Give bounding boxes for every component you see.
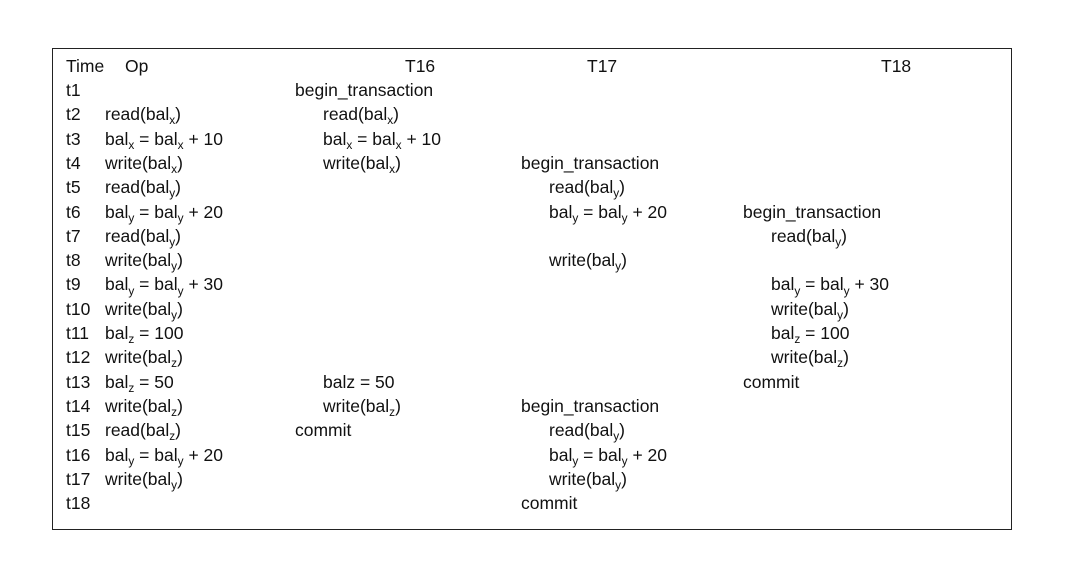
- table-row: t1 begin_transaction: [53, 78, 1011, 102]
- table-row: t13 balz = 50 balz = 50 commit: [53, 370, 1011, 394]
- time-cell: t1: [66, 80, 81, 100]
- op-cell: write(balz): [105, 347, 183, 371]
- t17-cell: baly = baly + 20: [549, 201, 667, 225]
- time-cell: t10: [66, 298, 91, 319]
- time-cell: t4: [66, 152, 81, 173]
- header-op: Op: [125, 56, 149, 76]
- time-cell: t14: [66, 395, 91, 416]
- table-row: t7 read(baly) read(baly): [53, 224, 1011, 248]
- table-row: t16 baly = baly + 20 baly = baly + 20: [53, 443, 1011, 467]
- table-row: t14 write(balz) write(balz) begin_transacti…: [53, 394, 1011, 418]
- table-row: t9 baly = baly + 30 baly = baly + 30: [53, 272, 1011, 296]
- t18-cell: commit: [743, 371, 800, 392]
- t17-cell: write(baly): [549, 468, 627, 492]
- t16-cell: commit: [295, 420, 352, 441]
- table-row: t3 balx = balx + 10 balx = balx + 10: [53, 127, 1011, 151]
- t16-cell: read(balx): [323, 104, 399, 128]
- op-cell: write(baly): [105, 250, 183, 274]
- time-cell: t15: [66, 420, 91, 441]
- t17-cell: read(baly): [549, 177, 625, 201]
- t16-cell: begin_transaction: [295, 80, 434, 100]
- t17-cell: begin_transaction: [521, 395, 660, 416]
- time-cell: t12: [66, 347, 91, 368]
- time-cell: t18: [66, 493, 91, 514]
- time-cell: t16: [66, 444, 91, 465]
- t17-cell: read(baly): [549, 420, 625, 444]
- header-time: Time: [66, 56, 105, 76]
- time-cell: t17: [66, 468, 91, 489]
- t18-cell: balz = 100: [771, 323, 850, 347]
- t16-cell: balz = 50: [323, 371, 395, 392]
- t17-cell: baly = baly + 20: [549, 444, 667, 468]
- t18-cell: begin_transaction: [743, 201, 882, 222]
- time-cell: t6: [66, 201, 81, 222]
- op-cell: balz = 50: [105, 371, 174, 395]
- time-cell: t13: [66, 371, 91, 392]
- table-row: t18 commit: [53, 491, 1011, 515]
- t17-cell: begin_transaction: [521, 152, 660, 173]
- op-cell: read(baly): [105, 225, 181, 249]
- table-row: t4 write(balx) write(balx) begin_transactio…: [53, 151, 1011, 175]
- op-cell: balz = 100: [105, 323, 184, 347]
- t18-cell: baly = baly + 30: [771, 274, 889, 298]
- t18-cell: write(balz): [771, 347, 849, 371]
- op-cell: read(balx): [105, 104, 181, 128]
- op-cell: write(baly): [105, 468, 183, 492]
- t16-cell: balx = balx + 10: [323, 128, 441, 152]
- table-row: t2 read(balx) read(balx): [53, 102, 1011, 126]
- op-cell: read(baly): [105, 177, 181, 201]
- time-cell: t7: [66, 225, 81, 246]
- header-t16: T16: [405, 56, 436, 76]
- table-row: t15 read(balz) commit read(baly): [53, 418, 1011, 442]
- header-t18: T18: [881, 56, 912, 76]
- t16-cell: write(balx): [323, 152, 401, 177]
- t16-cell: write(balz): [323, 395, 401, 420]
- op-cell: baly = baly + 30: [105, 274, 223, 298]
- table-row: t12 write(balz) write(balz): [53, 345, 1011, 369]
- time-cell: t8: [66, 250, 81, 271]
- table-row: t8 write(baly) write(baly): [53, 248, 1011, 272]
- time-cell: t11: [66, 323, 90, 343]
- t18-cell: write(baly): [771, 298, 849, 322]
- table-row: t17 write(baly) write(baly): [53, 467, 1011, 491]
- op-cell: write(balz): [105, 395, 183, 420]
- t17-cell: commit: [521, 493, 578, 514]
- time-cell: t2: [66, 104, 81, 125]
- op-cell: write(balx): [105, 152, 183, 177]
- op-cell: balx = balx + 10: [105, 128, 223, 152]
- t17-cell: write(baly): [549, 250, 627, 274]
- table-row: t11 balz = 100 balz = 100: [53, 321, 1011, 345]
- op-cell: write(baly): [105, 298, 183, 322]
- time-cell: t5: [66, 177, 81, 198]
- t18-cell: read(baly): [771, 225, 847, 249]
- op-cell: baly = baly + 20: [105, 444, 223, 468]
- time-cell: t9: [66, 274, 81, 295]
- header-t17: T17: [587, 56, 618, 76]
- table-header-row: Time Op T16 T17 T18: [53, 54, 1011, 78]
- op-cell: read(balz): [105, 420, 181, 444]
- table-row: t5 read(baly) read(baly): [53, 175, 1011, 199]
- time-cell: t3: [66, 128, 81, 149]
- table-row: t10 write(baly) write(baly): [53, 297, 1011, 321]
- table-row: t6 baly = baly + 20 baly = baly + 20 begin_…: [53, 200, 1011, 224]
- op-cell: baly = baly + 20: [105, 201, 223, 225]
